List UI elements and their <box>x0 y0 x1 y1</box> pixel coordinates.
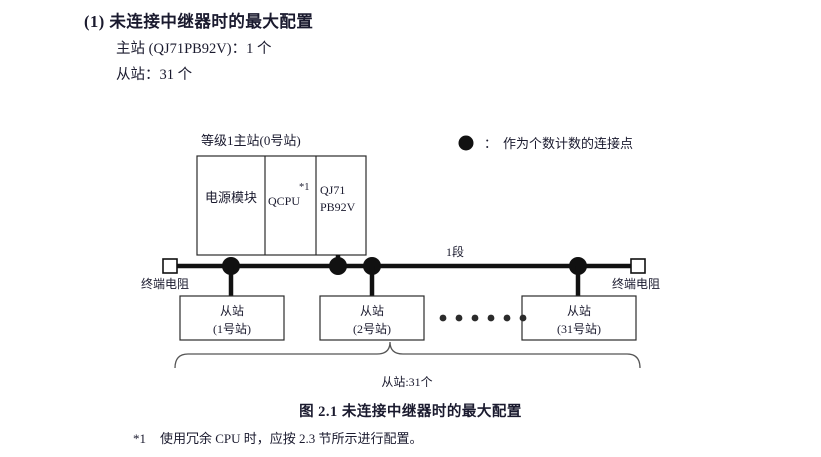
footnote: *1 使用冗余 CPU 时，应按 2.3 节所示进行配置。 <box>133 428 423 447</box>
slave-station-2: 从站 (2号站) <box>319 295 425 341</box>
module-qj71-label-line1: QJ71 <box>320 183 345 197</box>
module-rack: 电源模块 QCPU *1 QJ71 PB92V <box>196 155 367 256</box>
ellipsis-dots <box>439 314 527 322</box>
network-configuration-diagram: ： 作为个数计数的连接点 等级1主站(0号站) 电源模块 QCPU *1 QJ7… <box>141 133 660 389</box>
slave-station-31: 从站 (31号站) <box>521 295 637 341</box>
terminator-right-label: 终端电阻 <box>612 276 660 291</box>
master-station-label: 等级1主站(0号站) <box>201 133 301 148</box>
figure-caption: 图 2.1 未连接中继器时的最大配置 <box>299 404 522 420</box>
ellipsis-dot <box>471 314 479 322</box>
slave-31-title: 从站 <box>567 304 591 318</box>
page-title: (1) 未连接中继器时的最大配置 <box>84 12 314 31</box>
slave-1-number: (1号站) <box>213 322 251 336</box>
module-qj71-label-line2: PB92V <box>320 200 356 214</box>
terminator-left-label: 终端电阻 <box>141 276 189 291</box>
slave-group-brace <box>174 341 641 369</box>
slave-station-1: 从站 (1号站) <box>179 295 285 341</box>
legend-text: 作为个数计数的连接点 <box>503 136 633 151</box>
slave-31-number: (31号站) <box>557 322 601 336</box>
ellipsis-dot <box>519 314 527 322</box>
legend-bullet-icon <box>458 135 474 151</box>
legend-separator: ： <box>484 136 497 151</box>
module-power-supply-label: 电源模块 <box>205 190 257 205</box>
rack-outline <box>196 155 367 256</box>
terminator-left-icon <box>162 258 178 274</box>
terminator-right-icon <box>630 258 646 274</box>
ellipsis-dot <box>503 314 511 322</box>
module-qcpu-label: QCPU <box>268 194 300 208</box>
slave-box-1 <box>179 295 285 341</box>
connection-node-master <box>329 257 347 275</box>
slave-count-line: 从站：31 个 <box>116 67 193 83</box>
slave-box-31 <box>521 295 637 341</box>
terminator-right: 终端电阻 <box>612 258 660 291</box>
terminator-left: 终端电阻 <box>141 258 189 291</box>
slave-2-number: (2号站) <box>353 322 391 336</box>
segment-label: 1段 <box>446 244 464 259</box>
ellipsis-dot <box>487 314 495 322</box>
brace-label: 从站:31个 <box>381 375 432 389</box>
ellipsis-dot <box>439 314 447 322</box>
ellipsis-dot <box>455 314 463 322</box>
slave-2-title: 从站 <box>360 304 384 318</box>
module-qcpu-footnote-mark: *1 <box>299 182 310 193</box>
slave-1-title: 从站 <box>220 304 244 318</box>
master-count-line: 主站 (QJ71PB92V)：1 个 <box>116 41 272 57</box>
footnote-text: 使用冗余 CPU 时，应按 2.3 节所示进行配置。 <box>160 431 423 446</box>
legend: ： 作为个数计数的连接点 <box>458 135 633 151</box>
slave-box-2 <box>319 295 425 341</box>
footnote-mark: *1 <box>133 431 146 446</box>
